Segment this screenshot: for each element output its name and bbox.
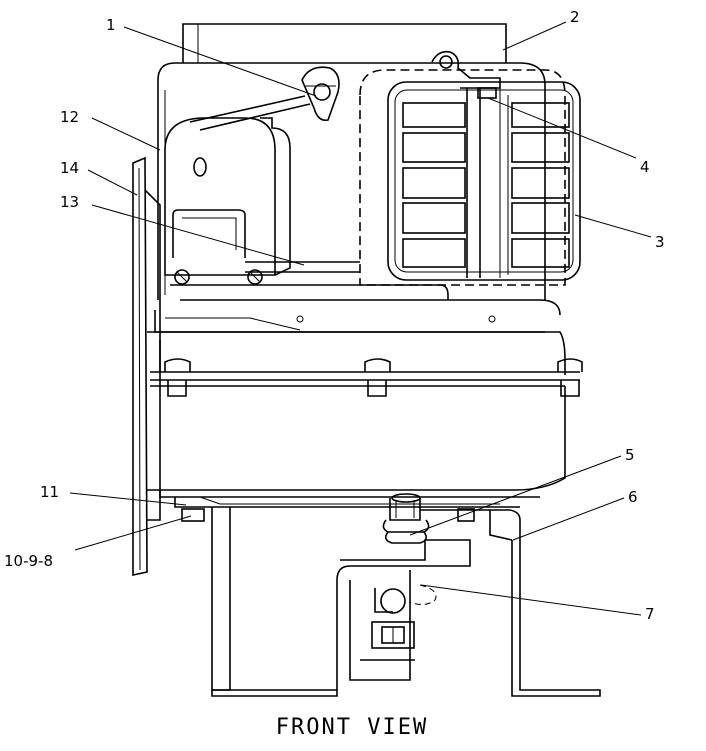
lower-bracket — [420, 509, 601, 697]
control-cable — [189, 95, 311, 131]
callout-14: 14 — [60, 159, 79, 177]
callout-6: 6 — [628, 488, 638, 506]
top-clamp — [431, 50, 501, 99]
mid-bracket — [154, 299, 561, 333]
callout-1: 1 — [106, 16, 116, 34]
grille-right — [511, 102, 570, 268]
back-plate — [182, 23, 507, 63]
callout-3: 3 — [655, 233, 665, 251]
leader-lines — [69, 21, 652, 616]
base-plate — [159, 490, 540, 522]
view-caption: FRONT VIEW — [276, 715, 428, 740]
callout-11: 11 — [40, 483, 59, 501]
callout-labels: 1 2 3 4 5 6 7 10-9-8 11 12 13 14 — [4, 8, 665, 623]
grille-left — [402, 102, 466, 268]
callout-7: 7 — [645, 605, 655, 623]
flange-bolts — [164, 358, 583, 397]
callout-2: 2 — [570, 8, 580, 26]
motor-bracket — [336, 539, 471, 690]
callout-10-9-8: 10-9-8 — [4, 552, 53, 570]
support-legs — [211, 507, 338, 697]
cable-connector — [301, 66, 340, 122]
callout-12: 12 — [60, 108, 79, 126]
blower-housing — [147, 331, 583, 491]
shaft-coupling — [382, 493, 430, 544]
callout-4: 4 — [640, 158, 650, 176]
control-box — [164, 117, 291, 285]
callout-5: 5 — [625, 446, 635, 464]
filter-grille — [359, 69, 581, 286]
callout-13: 13 — [60, 193, 79, 211]
